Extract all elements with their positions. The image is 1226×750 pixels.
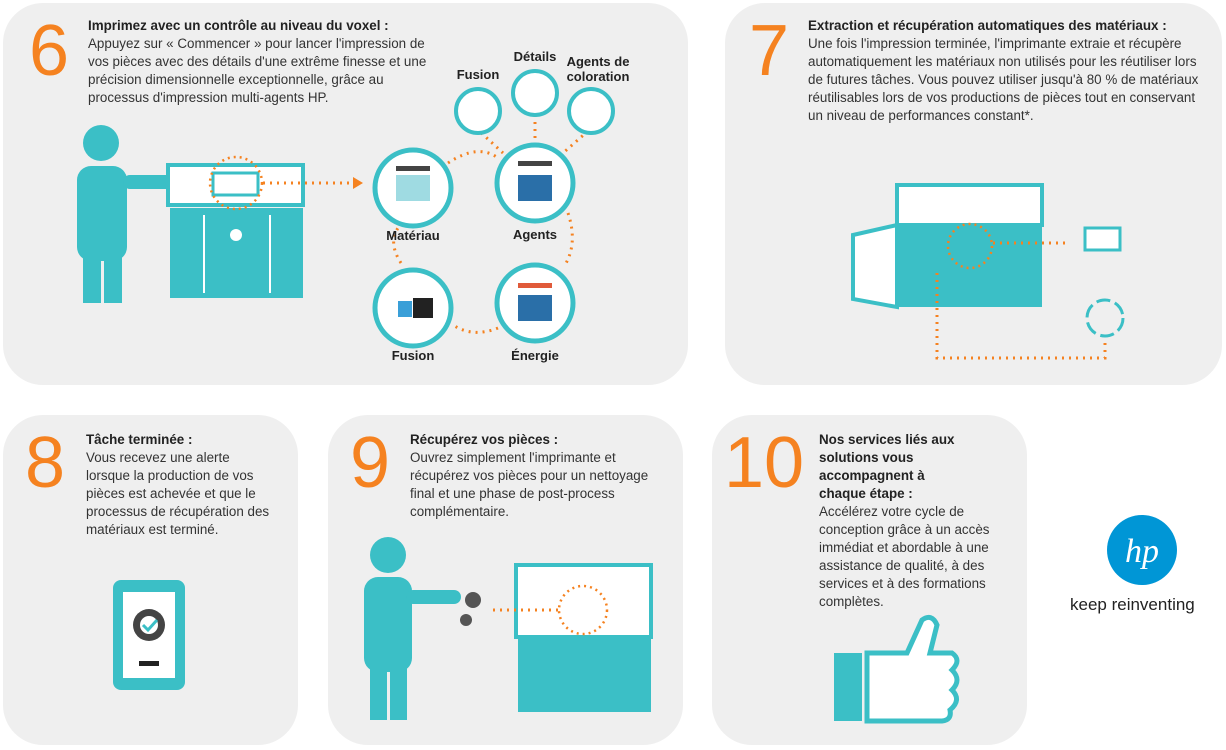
step-title: Imprimez avec un contrôle au niveau du v… bbox=[88, 18, 389, 33]
step-circles bbox=[372, 69, 615, 349]
step-body: Accélérez votre cycle de conception grâc… bbox=[819, 504, 990, 609]
step-number: 9 bbox=[350, 423, 391, 503]
step-text: Nos services liés aux solutions vous acc… bbox=[819, 431, 1014, 611]
step-10-panel: 10 Nos services liés aux solutions vous … bbox=[712, 415, 1027, 745]
step-title: Récupérez vos pièces : bbox=[410, 432, 559, 447]
multi-agent-process-illustration bbox=[77, 69, 615, 349]
step-body: Appuyez sur « Commencer » pour lancer l'… bbox=[88, 36, 427, 105]
step-title: Extraction et récupération automatiques … bbox=[808, 18, 1167, 33]
label-small-fusion: Fusion bbox=[456, 67, 500, 82]
step-number: 10 bbox=[724, 423, 805, 503]
step-body: Ouvrez simplement l'imprimante et récupé… bbox=[410, 450, 649, 519]
step-text: Tâche terminée : Vous recevez une alerte… bbox=[86, 431, 276, 539]
label-agents: Agents bbox=[512, 227, 558, 242]
brand-tagline: keep reinventing bbox=[1070, 595, 1195, 614]
person-icon bbox=[77, 125, 183, 303]
step-body: Une fois l'impression terminée, l'imprim… bbox=[808, 36, 1199, 123]
cycle-arrows bbox=[392, 115, 589, 334]
material-recovery-illustration bbox=[851, 183, 1125, 360]
step-title: Tâche terminée : bbox=[86, 432, 193, 447]
step-text: Imprimez avec un contrôle au niveau du v… bbox=[88, 17, 433, 107]
step-body: Vous recevez une alerte lorsque la produ… bbox=[86, 450, 270, 537]
printer-icon bbox=[166, 155, 363, 298]
label-coloration: Agents de coloration bbox=[566, 54, 630, 84]
step-text: Extraction et récupération automatiques … bbox=[808, 17, 1208, 125]
phone-alert-icon bbox=[113, 580, 185, 690]
step-text: Récupérez vos pièces : Ouvrez simplement… bbox=[410, 431, 670, 521]
step-6-panel: 6 Imprimez avec un contrôle au niveau du… bbox=[3, 3, 688, 385]
step-number: 6 bbox=[29, 11, 70, 91]
step-9-panel: 9 Récupérez vos pièces : Ouvrez simpleme… bbox=[328, 415, 683, 745]
step-number: 7 bbox=[749, 11, 790, 91]
label-details: Détails bbox=[513, 49, 557, 64]
label-materiau: Matériau bbox=[386, 228, 440, 243]
label-energie: Énergie bbox=[511, 348, 559, 363]
step-8-panel: 8 Tâche terminée : Vous recevez une aler… bbox=[3, 415, 298, 745]
step-7-panel: 7 Extraction et récupération automatique… bbox=[725, 3, 1222, 385]
thumbs-up-icon bbox=[834, 614, 960, 724]
retrieve-parts-illustration bbox=[364, 537, 653, 720]
step-number: 8 bbox=[25, 423, 66, 503]
svg-text:hp: hp bbox=[1125, 533, 1159, 570]
label-fusion: Fusion bbox=[391, 348, 435, 363]
step-title: Nos services liés aux solutions vous acc… bbox=[819, 432, 955, 501]
